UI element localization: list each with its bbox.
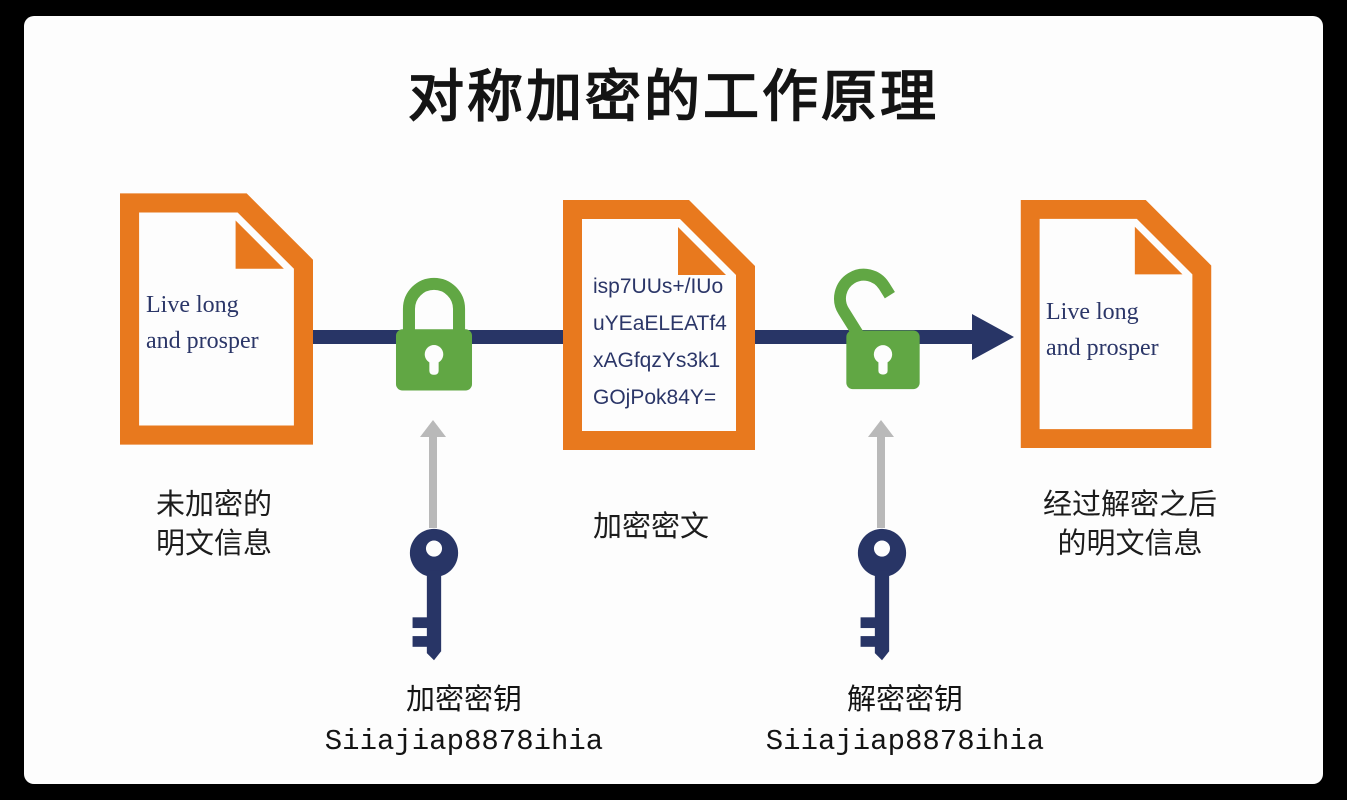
caption-line: 的明文信息 [1057,528,1203,560]
plaintext-line: Live long [1046,299,1139,325]
document-icon [120,193,313,445]
arrow-up-icon [420,420,446,528]
lock-shackle [402,277,466,337]
document-fold-corner [1134,226,1183,275]
key-hole [873,540,891,557]
document-fold-corner [678,227,726,275]
document-plaintext-left: Live long and prosper [120,193,313,445]
arrow-up-head [868,420,894,437]
caption-plaintext-left: 未加密的 明文信息 [74,486,354,564]
caption-line: 明文信息 [155,528,272,560]
document-icon [563,200,755,450]
ciphertext-line: xAGfqzYs3k1 [593,349,721,372]
ciphertext-line: uYEaELEATf4 [593,312,727,335]
caption-line: 经过解密之后 [1042,489,1217,521]
arrow-up-shaft [429,435,437,528]
caption-ciphertext: 加密密文 [511,508,791,547]
arrow-up-head [420,420,446,437]
encryption-key-value: Siiajiap8878ihia [324,725,604,758]
lock-keyhole-slot [429,358,439,375]
page-title: 对称加密的工作原理 [408,65,939,128]
plaintext-line: Live long [146,292,239,318]
ciphertext-content: isp7UUs+/IUo uYEaELEATf4 xAGfqzYs3k1 GOj… [593,268,727,416]
key-stem [426,570,442,661]
ciphertext-line: GOjPok84Y= [593,386,717,409]
key-tooth [860,617,877,629]
document-ciphertext: isp7UUs+/IUo uYEaELEATf4 xAGfqzYs3k1 GOj… [563,200,755,450]
caption-line: 未加密的 [155,489,272,521]
caption-line: 加密密文 [592,511,709,543]
plaintext-line: and prosper [1046,335,1159,361]
ciphertext-line: isp7UUs+/IUo [593,275,724,298]
flow-arrow-right-icon [972,314,1014,360]
plaintext-content: Live long and prosper [1046,294,1159,366]
lock-keyhole [873,345,893,364]
lock-shackle-open [834,268,895,340]
decryption-key-title: 解密密钥 [846,684,963,716]
key-tooth [412,617,429,629]
key-hole [425,540,443,557]
decryption-key-value: Siiajiap8878ihia [765,725,1045,758]
encryption-key-label: 加密密钥 Siiajiap8878ihia [314,682,614,762]
lock-open-svg [834,268,920,390]
arrow-up-icon [868,420,894,528]
key-svg [857,528,907,661]
lock-keyhole [424,345,444,364]
lock-keyhole-slot [878,358,888,375]
key-stem [874,570,890,661]
lock-closed-icon [383,268,485,403]
decryption-key-label: 解密密钥 Siiajiap8878ihia [755,682,1055,762]
lock-closed-svg [395,277,473,391]
plaintext-content: Live long and prosper [146,287,259,359]
key-icon [853,528,911,667]
encryption-key-title: 加密密钥 [405,684,522,716]
key-tooth [412,636,429,647]
plaintext-line: and prosper [146,328,259,354]
key-svg [409,528,459,661]
lock-open-icon [828,252,938,403]
arrow-up-shaft [877,435,885,528]
caption-plaintext-right: 经过解密之后 的明文信息 [970,486,1290,564]
document-plaintext-right: Live long and prosper [1020,200,1212,448]
document-icon [1020,200,1212,448]
key-tooth [860,636,877,647]
key-icon [405,528,463,667]
